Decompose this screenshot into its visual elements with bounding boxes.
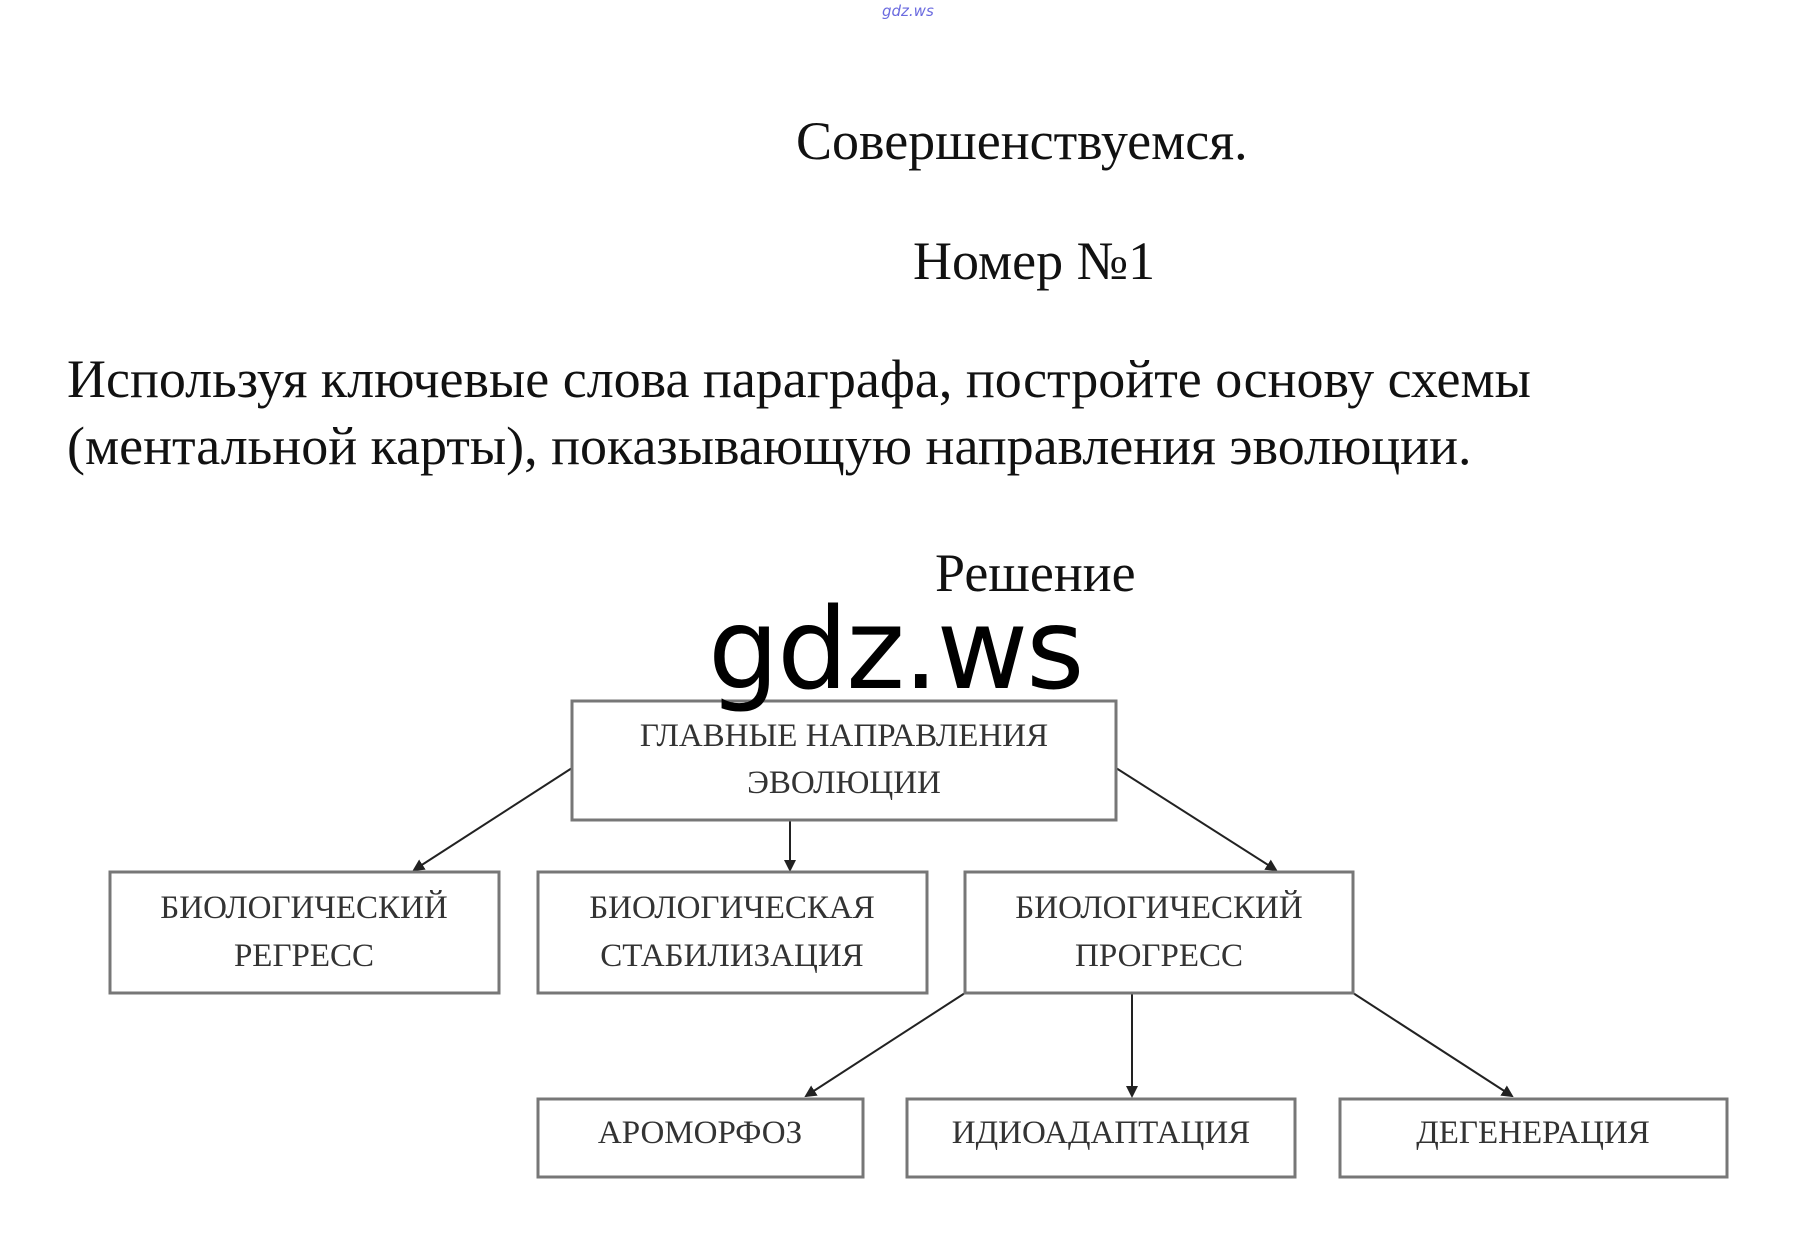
node-idioadaptation-label: ИДИОАДАПТАЦИЯ	[952, 1115, 1250, 1151]
node-progress-line-2: ПРОГРЕСС	[1075, 938, 1243, 974]
node-aromorphosis-label: АРОМОРФОЗ	[598, 1115, 802, 1151]
section-heading: Совершенствуемся.	[796, 111, 1248, 171]
node-root: ГЛАВНЫЕ НАПРАВЛЕНИЯ ЭВОЛЮЦИИ	[570, 699, 1118, 822]
watermark-big: gdz.ws	[708, 585, 1085, 715]
node-regress-line-2: РЕГРЕСС	[234, 938, 374, 974]
node-progress: БИОЛОГИЧЕСКИЙ ПРОГРЕСС	[963, 870, 1355, 995]
node-idioadaptation: ИДИОАДАПТАЦИЯ	[905, 1097, 1297, 1179]
node-stabilization-line-1: БИОЛОГИЧЕСКАЯ	[589, 890, 875, 926]
node-degeneration-label: ДЕГЕНЕРАЦИЯ	[1416, 1115, 1650, 1151]
task-text-line-1: Используя ключевые слова параграфа, пост…	[67, 349, 1531, 409]
node-regress-line-1: БИОЛОГИЧЕСКИЙ	[160, 889, 447, 926]
arrow-progress-to-aromorphosis	[804, 992, 966, 1098]
node-aromorphosis: АРОМОРФОЗ	[536, 1097, 865, 1179]
solution-label: Решение	[935, 543, 1136, 603]
arrow-progress-to-degeneration	[1352, 992, 1514, 1098]
watermark-small: gdz.ws	[882, 2, 934, 20]
arrow-root-to-regress	[412, 767, 573, 872]
node-stabilization: БИОЛОГИЧЕСКАЯ СТАБИЛИЗАЦИЯ	[536, 870, 929, 995]
node-stabilization-line-2: СТАБИЛИЗАЦИЯ	[600, 938, 863, 974]
node-root-line-1: ГЛАВНЫЕ НАПРАВЛЕНИЯ	[640, 718, 1048, 754]
task-text-line-2: (ментальной карты), показывающую направл…	[67, 416, 1472, 476]
node-degeneration: ДЕГЕНЕРАЦИЯ	[1338, 1097, 1729, 1179]
node-regress: БИОЛОГИЧЕСКИЙ РЕГРЕСС	[108, 870, 501, 995]
node-root-line-2: ЭВОЛЮЦИИ	[747, 765, 941, 801]
node-progress-line-1: БИОЛОГИЧЕСКИЙ	[1015, 889, 1302, 926]
arrow-root-to-progress	[1115, 767, 1278, 872]
task-number: Номер №1	[913, 231, 1156, 291]
